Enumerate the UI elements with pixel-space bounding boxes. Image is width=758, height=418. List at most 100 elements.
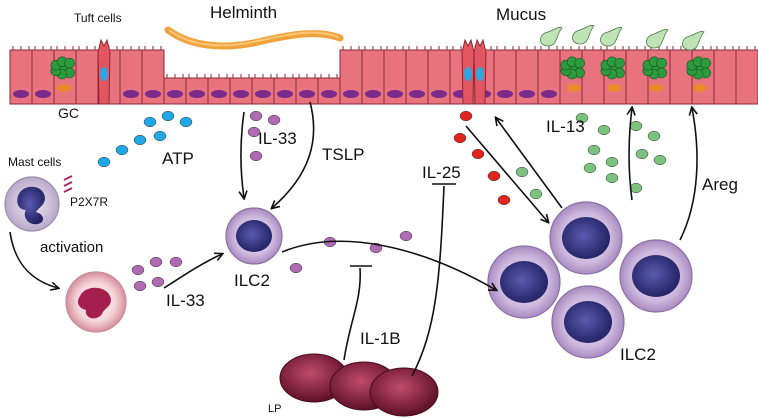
il33-dot — [169, 256, 183, 268]
epithelial-nucleus — [277, 90, 293, 98]
atp-dot — [133, 134, 147, 146]
il25-dot — [487, 170, 501, 182]
inhibition-il1b — [343, 267, 361, 361]
goblet-nucleus — [57, 84, 71, 92]
mucus-droplets — [540, 25, 705, 51]
arrow-ilc2-to-cluster — [281, 240, 496, 290]
atp-dot — [161, 110, 175, 122]
epithelial-cell — [75, 49, 99, 105]
ilc2-cell-right-2 — [487, 245, 561, 319]
pathway-arrows — [9, 101, 697, 377]
il33-dot — [249, 110, 263, 122]
epithelial-nucleus — [365, 90, 381, 98]
atp-molecules — [97, 110, 193, 168]
il33-dot — [131, 264, 145, 276]
epithelial-cell — [625, 49, 649, 105]
label-atp: ATP — [162, 149, 194, 168]
label-il25: IL-25 — [422, 163, 461, 182]
epithelial-nucleus — [255, 90, 271, 98]
arrow-il25-to-ilc2 — [465, 125, 548, 222]
label-p2x7r: P2X7R — [70, 195, 108, 209]
activated-mast-cell-nucleus — [78, 287, 111, 319]
epithelial-nucleus — [189, 90, 205, 98]
il25-molecules — [453, 110, 511, 206]
inhibition-il25 — [411, 185, 445, 377]
arrow-tslp-to-ilc2 — [272, 101, 315, 208]
epithelial-nucleus — [123, 90, 139, 98]
il33-dot — [289, 262, 303, 274]
epithelial-nucleus — [541, 90, 557, 98]
il13-dot — [629, 182, 643, 194]
atp-dot — [97, 156, 111, 168]
goblet-granule — [700, 57, 712, 69]
il33-molecules — [131, 110, 413, 292]
ilc2-cell-right-1 — [549, 201, 623, 275]
label-ilc2-left: ILC2 — [234, 271, 270, 290]
il25-dot — [497, 194, 511, 206]
label-lp: LP — [268, 403, 281, 415]
mucus-droplet — [646, 29, 669, 49]
il13-dot — [605, 156, 619, 168]
il13-dot — [629, 120, 643, 132]
mucus-droplet — [540, 27, 563, 47]
mucus-droplet — [572, 25, 595, 45]
lamina-propria-cells — [279, 353, 439, 417]
mucus-droplet — [600, 27, 623, 47]
epithelial-nucleus — [387, 90, 403, 98]
goblet-nucleus — [693, 84, 707, 92]
epithelial-nucleus — [497, 90, 513, 98]
label-helminth: Helminth — [210, 3, 277, 22]
epithelial-cell — [669, 49, 693, 105]
tuft-nucleus — [100, 67, 108, 81]
label-tuft-cells: Tuft cells — [74, 11, 122, 25]
goblet-granule — [64, 57, 76, 69]
epithelial-nucleus — [299, 90, 315, 98]
arrow-il33-release-to-ilc2 — [163, 254, 222, 289]
il33-dot — [149, 256, 163, 268]
il13-dot — [529, 188, 543, 200]
p2x7r-receptor-icon — [63, 175, 73, 193]
mast-cell — [4, 176, 60, 232]
ilc2-cluster-right — [487, 201, 693, 359]
atp-dot — [153, 130, 167, 142]
goblet-nucleus — [649, 84, 663, 92]
il13-dot — [575, 112, 589, 124]
mast-cell-nucleus — [17, 186, 45, 225]
mucus-droplet — [682, 31, 705, 51]
il33-dot — [151, 276, 165, 288]
il33-dot — [133, 280, 147, 292]
ilc2-cell-right-4 — [551, 285, 625, 359]
il13-dot — [605, 172, 619, 184]
il25-dot — [459, 110, 473, 122]
arrow-il13-to-goblet — [629, 108, 632, 201]
epithelial-nucleus — [409, 90, 425, 98]
il33-dot — [249, 150, 263, 162]
label-ilc2-right: ILC2 — [620, 345, 656, 364]
epithelial-cell — [713, 49, 737, 105]
atp-dot — [115, 144, 129, 156]
atp-dot — [143, 116, 157, 128]
il25-dot — [453, 132, 467, 144]
epithelial-nucleus — [431, 90, 447, 98]
epithelial-cell — [735, 49, 758, 105]
label-il13: IL-13 — [546, 117, 585, 136]
arrow-mast-activation — [9, 231, 58, 288]
goblet-nucleus — [607, 84, 621, 92]
il33-dot — [267, 114, 281, 126]
il13-dot — [515, 166, 529, 178]
il13-molecules — [515, 112, 667, 200]
goblet-granule — [614, 57, 626, 69]
arrow-areg-to-epithelium — [679, 108, 697, 241]
arrow-ilc2-il13-to-epithelium — [496, 118, 563, 209]
atp-dot — [179, 116, 193, 128]
label-il33-top: IL-33 — [258, 129, 297, 148]
il13-dot — [635, 148, 649, 160]
label-il33-bottom: IL-33 — [166, 291, 205, 310]
goblet-granule — [656, 57, 668, 69]
epithelial-nucleus — [35, 90, 51, 98]
epithelial-nucleus — [343, 90, 359, 98]
tuft-nucleus — [464, 67, 472, 81]
arrow-il33-to-ilc2 — [241, 111, 244, 198]
